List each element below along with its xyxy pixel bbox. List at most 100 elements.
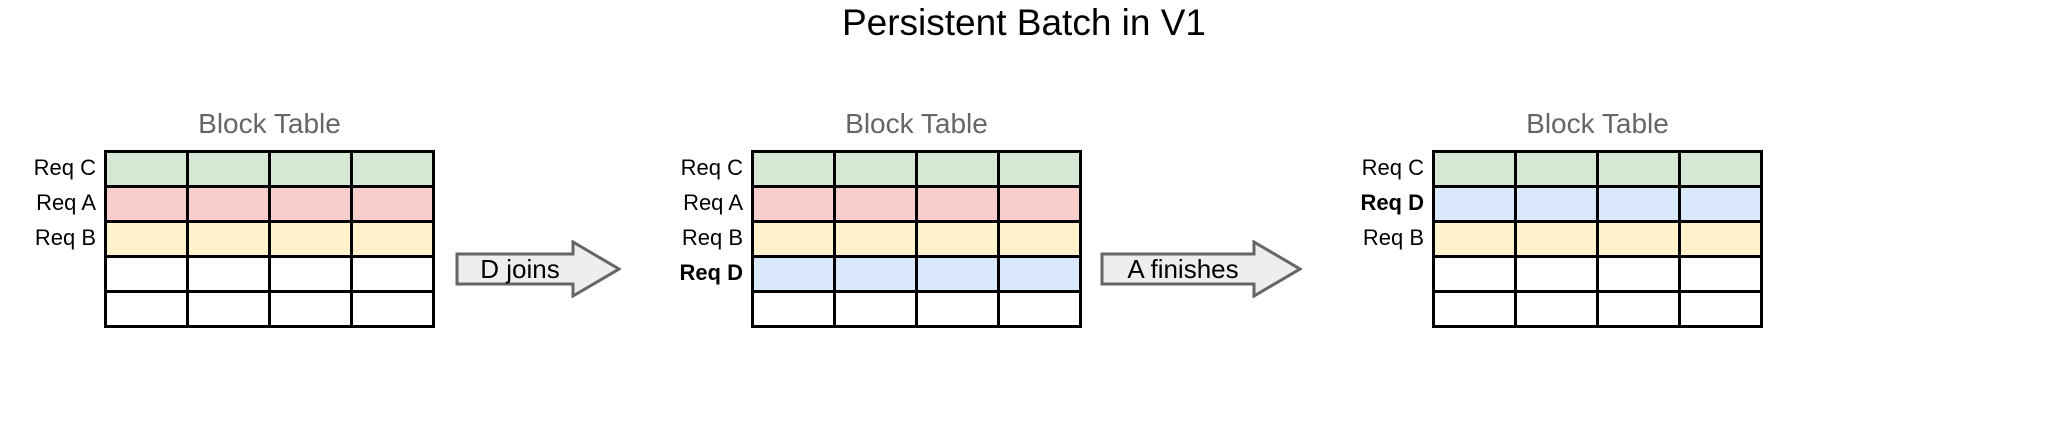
block-cell[interactable]: [353, 153, 435, 188]
transition-arrow-d-joins: D joins: [455, 240, 621, 298]
block-cell[interactable]: [918, 188, 1000, 223]
block-cell[interactable]: [918, 293, 1000, 328]
row-label-column-1: Req C Req A Req B: [8, 150, 96, 325]
transition-arrow-a-finishes: A finishes: [1100, 240, 1302, 298]
row-label: Req C: [33, 155, 96, 180]
block-cell[interactable]: [836, 153, 918, 188]
block-cell[interactable]: [1435, 258, 1517, 293]
row-label: Req B: [1362, 225, 1424, 250]
block-cell[interactable]: [107, 188, 189, 223]
block-cell[interactable]: [1681, 188, 1763, 223]
block-cell[interactable]: [1681, 153, 1763, 188]
block-cell[interactable]: [1000, 258, 1082, 293]
panel-body-3: Req C Req D Req B: [1336, 150, 1763, 328]
block-cell[interactable]: [1517, 223, 1599, 258]
block-cell[interactable]: [189, 258, 271, 293]
table-row: [1435, 223, 1763, 258]
row-label: Req A: [683, 190, 743, 215]
block-cell[interactable]: [836, 258, 918, 293]
block-cell[interactable]: [754, 258, 836, 293]
block-cell[interactable]: [271, 293, 353, 328]
row-label: [1336, 255, 1424, 290]
block-cell[interactable]: [353, 258, 435, 293]
block-cell[interactable]: [918, 223, 1000, 258]
table-row: [107, 188, 435, 223]
block-cell[interactable]: [271, 223, 353, 258]
panel-title-3: Block Table: [1526, 108, 1669, 139]
block-cell[interactable]: [353, 223, 435, 258]
block-cell[interactable]: [1000, 293, 1082, 328]
block-cell[interactable]: [754, 223, 836, 258]
block-cell[interactable]: [107, 153, 189, 188]
block-cell[interactable]: [353, 188, 435, 223]
block-cell[interactable]: [1681, 223, 1763, 258]
row-label: [1336, 290, 1424, 325]
row-label: Req B: [681, 225, 743, 250]
row-label: [655, 290, 743, 325]
arrow-right-icon: [1100, 240, 1302, 298]
row-label-column-3: Req C Req D Req B: [1336, 150, 1424, 325]
block-cell[interactable]: [1435, 223, 1517, 258]
block-cell[interactable]: [1517, 258, 1599, 293]
block-cell[interactable]: [271, 153, 353, 188]
block-cell[interactable]: [189, 153, 271, 188]
block-cell[interactable]: [1517, 293, 1599, 328]
block-cell[interactable]: [1000, 153, 1082, 188]
arrow-right-icon: [455, 240, 621, 298]
block-cell[interactable]: [1000, 223, 1082, 258]
block-cell[interactable]: [1599, 153, 1681, 188]
block-cell[interactable]: [1599, 258, 1681, 293]
block-cell[interactable]: [271, 258, 353, 293]
block-table-panel-3: Block Table Req C Req D Req B: [1336, 108, 1763, 328]
row-label: Req C: [1361, 155, 1424, 180]
panel-body-1: Req C Req A Req B: [8, 150, 435, 328]
block-cell[interactable]: [1517, 153, 1599, 188]
block-table-grid-2: [751, 150, 1082, 328]
block-cell[interactable]: [1599, 293, 1681, 328]
block-cell[interactable]: [1599, 188, 1681, 223]
table-row: [1435, 293, 1763, 328]
row-label: Req C: [680, 155, 743, 180]
diagram-stage: Block Table Req C Req A Req B: [0, 108, 2048, 421]
block-cell[interactable]: [754, 153, 836, 188]
block-cell[interactable]: [1681, 293, 1763, 328]
block-cell[interactable]: [107, 258, 189, 293]
block-cell[interactable]: [271, 188, 353, 223]
table-row: [107, 153, 435, 188]
block-table-grid-3: [1432, 150, 1763, 328]
block-cell[interactable]: [918, 153, 1000, 188]
table-row: [1435, 188, 1763, 223]
block-cell[interactable]: [1517, 188, 1599, 223]
row-label: Req D: [679, 260, 743, 285]
table-row: [1435, 258, 1763, 293]
block-cell[interactable]: [1599, 223, 1681, 258]
block-cell[interactable]: [1000, 188, 1082, 223]
row-label: Req B: [34, 225, 96, 250]
block-cell[interactable]: [189, 293, 271, 328]
table-row: [754, 223, 1082, 258]
row-label-column-2: Req C Req A Req B Req D: [655, 150, 743, 325]
block-cell[interactable]: [1435, 153, 1517, 188]
block-table-grid-1: [104, 150, 435, 328]
block-cell[interactable]: [918, 258, 1000, 293]
block-cell[interactable]: [189, 223, 271, 258]
block-cell[interactable]: [754, 188, 836, 223]
table-row: [754, 258, 1082, 293]
block-cell[interactable]: [107, 223, 189, 258]
block-table-panel-2: Block Table Req C Req A Req B Req D: [655, 108, 1082, 328]
block-cell[interactable]: [1681, 258, 1763, 293]
block-cell[interactable]: [1435, 188, 1517, 223]
block-table-panel-1: Block Table Req C Req A Req B: [8, 108, 435, 328]
block-cell[interactable]: [836, 188, 918, 223]
row-label: [8, 255, 96, 290]
row-label: Req A: [36, 190, 96, 215]
panel-body-2: Req C Req A Req B Req D: [655, 150, 1082, 328]
block-cell[interactable]: [836, 223, 918, 258]
block-cell[interactable]: [189, 188, 271, 223]
block-cell[interactable]: [754, 293, 836, 328]
block-cell[interactable]: [107, 293, 189, 328]
row-label: Req D: [1360, 190, 1424, 215]
block-cell[interactable]: [836, 293, 918, 328]
block-cell[interactable]: [1435, 293, 1517, 328]
block-cell[interactable]: [353, 293, 435, 328]
